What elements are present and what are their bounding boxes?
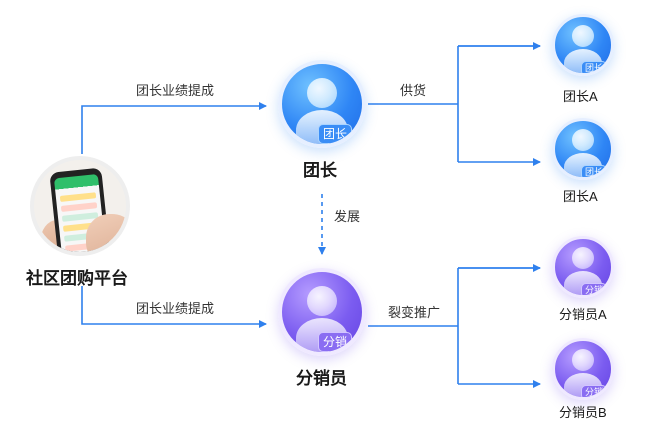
leader-child-node: 团长: [552, 14, 614, 76]
edge-leader-branch: [368, 45, 540, 162]
distributor-child-badge: 分销: [581, 283, 608, 295]
platform-label: 社区团购平台: [26, 269, 128, 288]
distributor-child-node: 分销: [552, 338, 614, 400]
edge-label-leader-commission: 团长业绩提成: [136, 83, 215, 98]
edge-label-supply: 供货: [400, 83, 427, 98]
leader-child-node: 团长: [552, 118, 614, 180]
avatar-head-icon: [307, 78, 337, 108]
leader-badge: 团长: [318, 124, 353, 144]
hand-graphic: [86, 214, 126, 252]
avatar-head-icon: [572, 247, 594, 269]
distributor-child-label: 分销员A: [559, 307, 607, 322]
distributor-child-label: 分销员B: [559, 405, 607, 420]
leader-child-badge: 团长: [581, 61, 608, 73]
avatar-head-icon: [572, 25, 594, 47]
avatar-head-icon: [572, 349, 594, 371]
distributor-child-badge: 分销: [581, 385, 608, 397]
edge-platform-to-leader: [81, 102, 267, 154]
edge-label-distributor-commission: 团长业绩提成: [136, 301, 215, 316]
leader-label: 团长: [303, 161, 337, 180]
edge-label-viral-promotion: 裂变推广: [388, 305, 441, 320]
leader-child-label: 团长A: [563, 89, 598, 104]
edge-platform-to-distributor: [81, 286, 267, 328]
distributor-label: 分销员: [296, 369, 347, 388]
avatar-head-icon: [572, 129, 594, 151]
distributor-badge: 分销: [318, 332, 353, 352]
edge-label-develop: 发展: [334, 209, 361, 224]
leader-child-label: 团长A: [563, 189, 598, 204]
edge-distributor-branch: [368, 267, 540, 384]
avatar-head-icon: [307, 286, 337, 316]
platform-node: [30, 156, 130, 256]
distributor-node: 分销: [278, 268, 366, 356]
leader-child-badge: 团长: [581, 165, 608, 177]
distributor-child-node: 分销: [552, 236, 614, 298]
leader-node: 团长: [278, 60, 366, 148]
